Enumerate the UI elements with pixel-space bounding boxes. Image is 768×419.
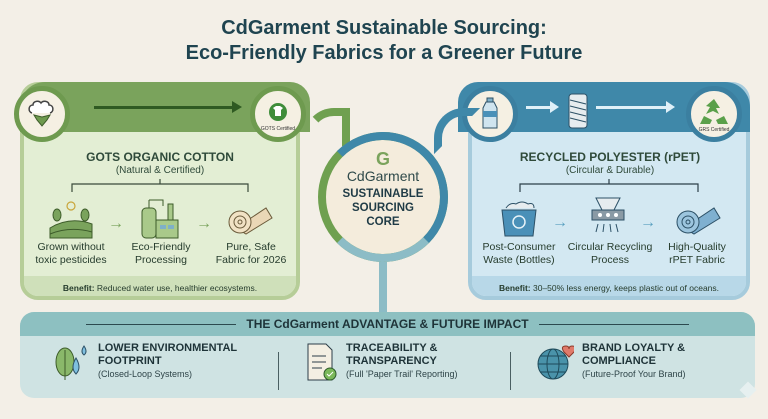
fabric-roll-icon	[226, 198, 274, 243]
divider	[86, 323, 237, 325]
arrow-head-icon	[550, 101, 559, 113]
globe-heart-icon	[537, 345, 574, 380]
recycling-machine-icon	[588, 196, 628, 245]
cotton-boll-icon	[14, 86, 70, 142]
rpet-title: RECYCLED POLYESTER (rPET)	[519, 150, 701, 164]
step-arrow-icon: →	[640, 214, 656, 231]
rpet-flow-arrow-2	[596, 106, 668, 109]
rpet-flow-arrow	[526, 106, 552, 109]
connector-right	[434, 108, 480, 154]
leaf-water-drop-icon	[55, 345, 87, 380]
divider	[510, 352, 511, 390]
advantage-header: THE CdGarment ADVANTAGE & FUTURE IMPACT	[20, 312, 755, 336]
cotton-benefit: Benefit: Reduced water use, healthier ec…	[62, 283, 258, 293]
title-line-1: CdGarment Sustainable Sourcing:	[221, 17, 547, 39]
cdgarment-logo-icon: G	[375, 149, 390, 169]
arrow-head-icon	[666, 101, 675, 113]
advantage-heading: THE CdGarment ADVANTAGE & FUTURE IMPACT	[246, 317, 529, 331]
connector-bottom	[379, 262, 387, 314]
cotton-title: GOTS ORGANIC COTTON	[86, 150, 234, 164]
rpet-fabric-roll-icon	[674, 198, 722, 243]
gots-certified-badge-icon: GOTS Certified	[250, 86, 306, 142]
core-ring-teal	[318, 132, 448, 262]
svg-text:GOTS Certified: GOTS Certified	[261, 126, 295, 132]
field-sun-icon	[48, 198, 94, 245]
step-arrow-icon: →	[108, 215, 124, 232]
page-title: CdGarment Sustainable Sourcing: Eco-Frie…	[0, 16, 768, 66]
advantage-item-brand-loyalty: BRAND LOYALTY &COMPLIANCE(Future-Proof Y…	[536, 342, 686, 382]
advantage-item-traceability: TRACEABILITY &TRANSPARENCY(Full 'Paper T…	[306, 342, 457, 382]
core-brand: CdGarment	[346, 168, 420, 184]
cotton-benefit-strip	[24, 276, 296, 296]
grs-recycle-badge-icon: GRS Certified	[686, 86, 742, 142]
advantage-section: THE CdGarment ADVANTAGE & FUTURE IMPACT …	[20, 312, 755, 398]
cotton-flow-arrow	[94, 106, 234, 109]
recycle-bin-icon	[498, 198, 540, 245]
bracket-icon	[519, 179, 699, 192]
core-label: G CdGarment SUSTAINABLE SOURCING CORE	[318, 150, 448, 229]
yarn-spool-icon	[567, 90, 589, 137]
divider	[538, 323, 689, 325]
plastic-bottle-icon	[462, 86, 518, 142]
step-arrow-icon: →	[196, 215, 212, 232]
divider	[278, 352, 279, 390]
arrow-head-icon	[232, 101, 242, 113]
rpet-subtitle: (Circular & Durable)	[565, 165, 655, 176]
eco-factory-icon	[138, 196, 184, 245]
bracket-icon	[71, 179, 249, 192]
rpet-benefit: Benefit: 30–50% less energy, keeps plast…	[498, 283, 720, 293]
cotton-subtitle: (Natural & Certified)	[115, 165, 205, 176]
core-line-3: CORE	[366, 216, 400, 228]
document-check-icon	[307, 343, 337, 381]
svg-text:GRS Certified: GRS Certified	[699, 127, 730, 133]
core-line-1: SUSTAINABLE	[342, 188, 424, 200]
title-line-2: Eco-Friendly Fabrics for a Greener Futur…	[185, 42, 583, 64]
core-line-2: SOURCING	[352, 202, 414, 214]
rpet-benefit-strip	[472, 276, 746, 296]
step-arrow-icon: →	[552, 214, 568, 231]
